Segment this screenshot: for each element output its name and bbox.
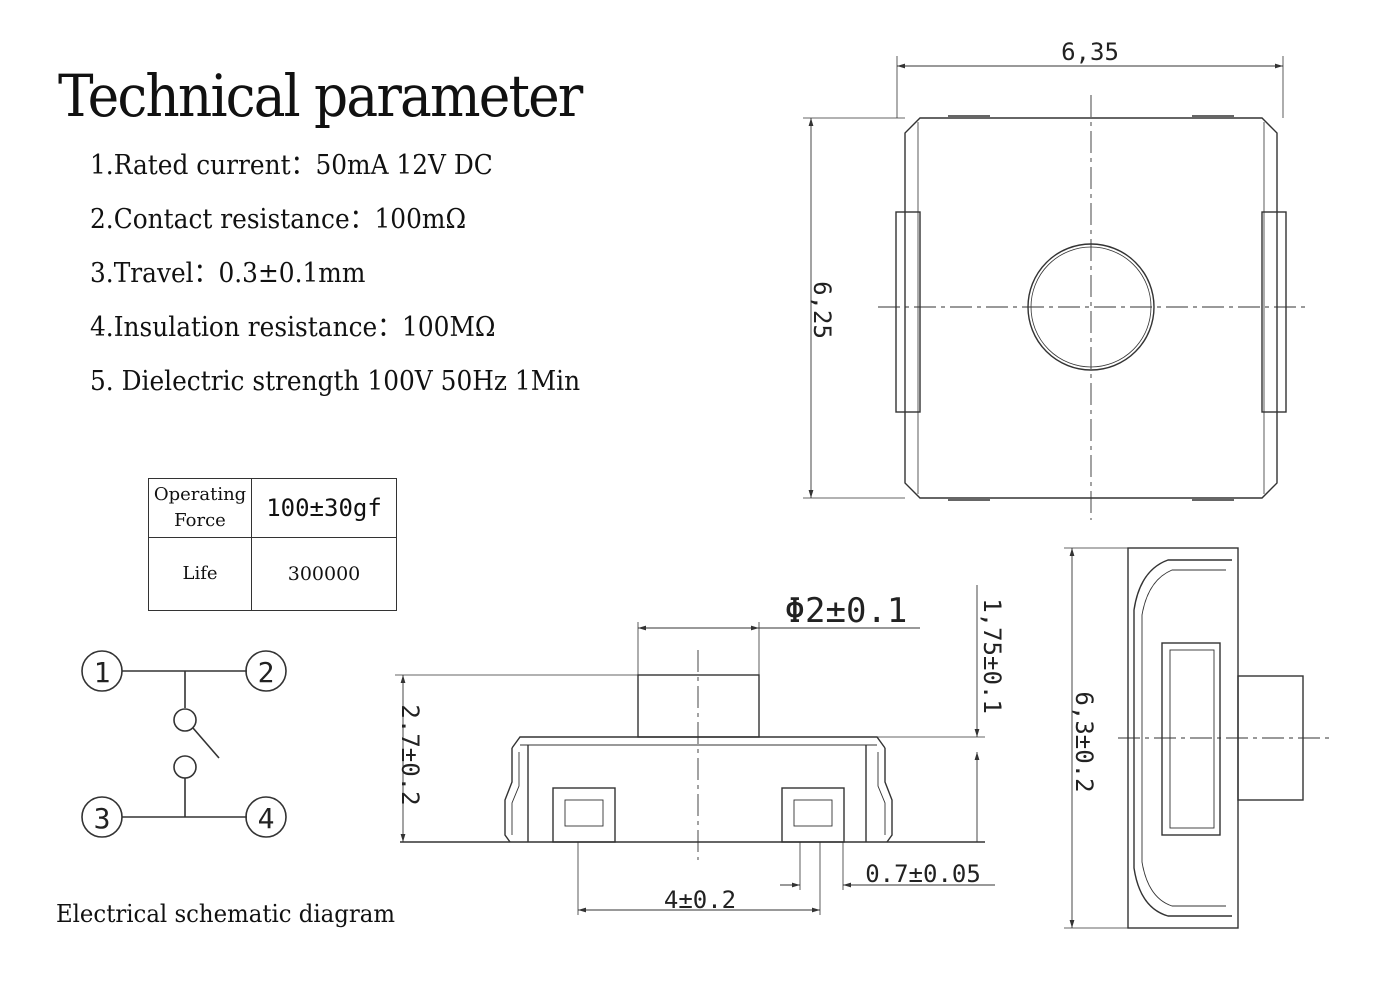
top-view [803, 56, 1305, 520]
parameter-contact-resistance: 2.Contact resistance：100mΩ [90, 204, 467, 235]
parameter-list: 1.Rated current：50mA 12V DC 2.Contact re… [90, 146, 623, 410]
pin-4-circle [245, 796, 287, 838]
pin-3-circle [81, 796, 123, 838]
parameter-insulation-resistance: 4.Insulation resistance：100MΩ [90, 312, 496, 343]
front-view-right-terminal [884, 748, 893, 843]
operating-force-label: Operating Force [148, 478, 252, 538]
front-view-top-edge [511, 736, 886, 749]
front-view [395, 585, 995, 915]
dim-side-length-label: 6,3±0.2 [1070, 691, 1098, 792]
dim-button-diameter-label: Φ2±0.1 [785, 591, 908, 631]
parameter-dielectric-strength: 5. Dielectric strength 100V 50Hz 1Min [90, 366, 581, 397]
life-value: 300000 [251, 537, 397, 611]
front-view-left-terminal [504, 748, 513, 843]
operating-force-value: 100±30gf [251, 478, 397, 538]
front-view-right-pad [781, 787, 845, 843]
dim-total-height-label: 2.7±0.2 [396, 704, 424, 805]
pin-1-label: 1 [94, 656, 111, 689]
electrical-schematic [81, 650, 287, 838]
table-row-operating-force: Operating Force 100±30gf [148, 478, 397, 538]
switch-lever [192, 727, 220, 759]
side-view-profile [1133, 559, 1232, 917]
life-label: Life [148, 537, 252, 611]
pin-3-label: 3 [94, 802, 111, 835]
top-view-body [904, 117, 1278, 499]
pin-2-circle [245, 650, 287, 692]
pin-1-circle [81, 650, 123, 692]
top-view-left-terminal [895, 211, 921, 413]
schematic-caption: Electrical schematic diagram [56, 900, 395, 928]
dim-pin-spacing-label: 4±0.2 [664, 886, 736, 914]
dim-top-width-label: 6,35 [1061, 38, 1119, 66]
front-view-button [637, 674, 760, 738]
pin-2-label: 2 [258, 656, 275, 689]
page-title: Technical parameter [58, 62, 583, 130]
side-view-window [1161, 642, 1221, 836]
parameter-travel: 3.Travel：0.3±0.1mm [90, 258, 366, 289]
pin-4-label: 4 [258, 802, 275, 835]
top-view-right-terminal [1261, 211, 1287, 413]
dim-top-height-label: 6,25 [808, 281, 836, 339]
dim-button-height-label: 1,75±0.1 [978, 598, 1006, 714]
side-view [1064, 547, 1330, 929]
parameter-rated-current: 1.Rated current：50mA 12V DC [90, 150, 493, 181]
switch-contact-upper [173, 708, 197, 732]
front-view-left-pad [552, 787, 616, 843]
spec-table: Operating Force 100±30gf Life 300000 [148, 478, 397, 611]
table-row-life: Life 300000 [148, 537, 397, 611]
switch-contact-lower [173, 755, 197, 779]
dim-pin-width-label: 0.7±0.05 [865, 860, 981, 888]
